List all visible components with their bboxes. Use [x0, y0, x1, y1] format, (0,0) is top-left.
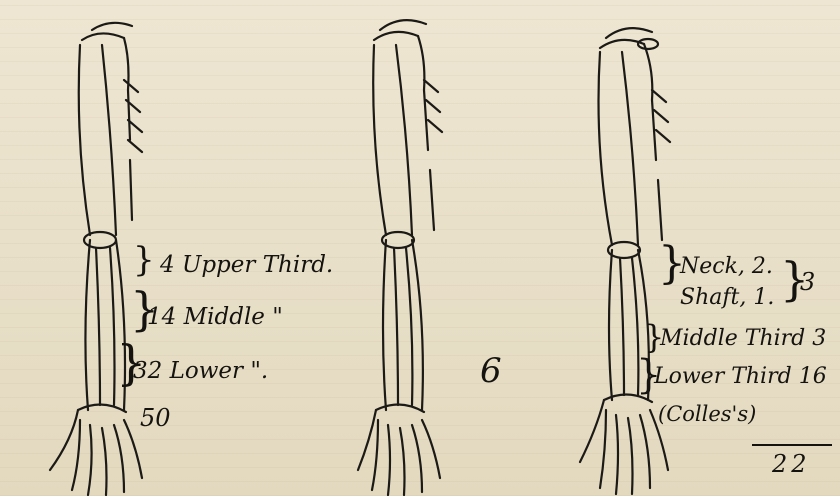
arm-skeleton-middle — [330, 0, 480, 496]
total-middle: 6 — [480, 354, 502, 388]
annotation-label: Middle Third — [660, 326, 805, 351]
annotation-label: Neck — [680, 254, 738, 279]
sum-rule — [752, 444, 832, 446]
annotation-count: 3 — [812, 326, 826, 351]
annotation-label: Lower Third — [654, 364, 792, 389]
annotation-right-lower: Lower Third 16 — [654, 366, 827, 388]
annotation-label: Shaft — [680, 285, 739, 310]
brace-upper: } — [133, 240, 155, 280]
annotation-right-middle: Middle Third 3 — [660, 328, 826, 350]
annotation-count: 2. — [752, 254, 773, 279]
annotation-count: 16 — [799, 364, 827, 389]
annotation-left-middle: 14 Middle " — [147, 306, 283, 329]
annotation-count: 14 — [147, 304, 176, 330]
annotation-right-shaft: Shaft, 1. — [680, 287, 774, 309]
annotation-count: 32 — [133, 358, 162, 384]
annotation-label: (Colles's) — [658, 402, 756, 426]
annotation-right-neck: Neck, 2. — [680, 256, 773, 278]
annotation-left-upper: 4 Upper Third. — [160, 254, 333, 277]
total-right: 22 — [772, 452, 811, 476]
annotation-label: Lower ". — [170, 358, 269, 384]
group-total: 3 — [800, 270, 815, 294]
total-left: 50 — [140, 406, 171, 430]
annotation-count: 1. — [753, 285, 774, 310]
annotation-right-colles: (Colles's) — [658, 404, 756, 425]
annotation-count: 4 — [160, 252, 175, 278]
annotation-left-lower: 32 Lower ". — [133, 360, 268, 383]
annotation-label: Upper Third. — [182, 252, 333, 278]
annotation-label: Middle " — [184, 304, 283, 330]
